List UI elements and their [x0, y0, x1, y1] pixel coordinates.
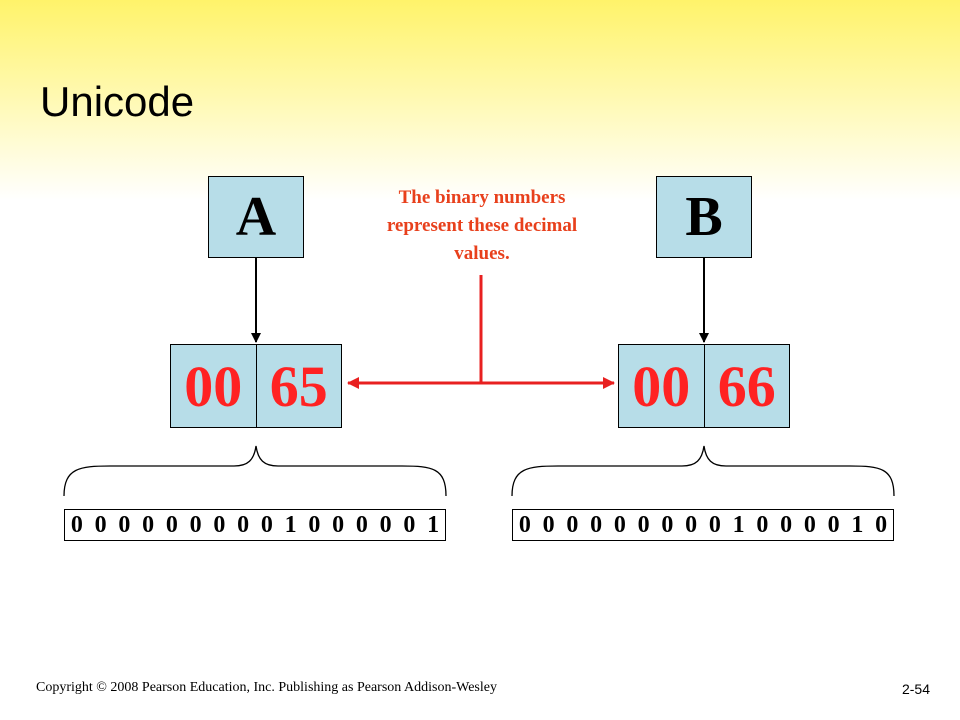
binary-bits-a: 0 0 0 0 0 0 0 0 0 1 0 0 0 0 0 1: [64, 509, 446, 541]
bit: 1: [732, 511, 745, 538]
bit: 0: [189, 511, 202, 538]
bit: 0: [94, 511, 107, 538]
bit: 0: [403, 511, 416, 538]
low-byte-a: 65: [255, 345, 342, 427]
character-box-b: B: [656, 176, 752, 258]
character-box-a: A: [208, 176, 304, 258]
unicode-value-a: 00 65: [170, 344, 342, 428]
slide-title: Unicode: [40, 78, 195, 125]
bit: 1: [284, 511, 297, 538]
bit: 0: [332, 511, 345, 538]
bit: 0: [518, 511, 531, 538]
bit: 0: [590, 511, 603, 538]
high-byte-b: 00: [632, 353, 691, 419]
annotation-note: The binary numbers represent these decim…: [386, 187, 578, 264]
bit: 0: [827, 511, 840, 538]
binary-bits-b: 0 0 0 0 0 0 0 0 0 1 0 0 0 0 1 0: [512, 509, 894, 541]
bit: 1: [427, 511, 440, 538]
bit: 0: [165, 511, 178, 538]
bit: 0: [355, 511, 368, 538]
bit: 0: [260, 511, 273, 538]
bit: 1: [851, 511, 864, 538]
high-byte-a: 00: [184, 353, 243, 419]
bit: 0: [613, 511, 626, 538]
bit: 0: [780, 511, 793, 538]
bit: 0: [542, 511, 555, 538]
low-byte-b: 66: [703, 345, 790, 427]
brace-a: [63, 445, 447, 497]
bit: 0: [803, 511, 816, 538]
unicode-value-b: 00 66: [618, 344, 790, 428]
bit: 0: [566, 511, 579, 538]
bit: 0: [637, 511, 650, 538]
bit: 0: [308, 511, 321, 538]
bit: 0: [237, 511, 250, 538]
bit: 0: [142, 511, 155, 538]
page-number: 2-54: [901, 681, 930, 697]
bit: 0: [685, 511, 698, 538]
bit: 0: [213, 511, 226, 538]
bit: 0: [708, 511, 721, 538]
copyright-footer: Copyright © 2008 Pearson Education, Inc.…: [36, 680, 497, 695]
bit: 0: [118, 511, 131, 538]
bit: 0: [70, 511, 83, 538]
bit: 0: [661, 511, 674, 538]
brace-b: [511, 445, 895, 497]
bit: 0: [875, 511, 888, 538]
bit: 0: [756, 511, 769, 538]
bit: 0: [379, 511, 392, 538]
